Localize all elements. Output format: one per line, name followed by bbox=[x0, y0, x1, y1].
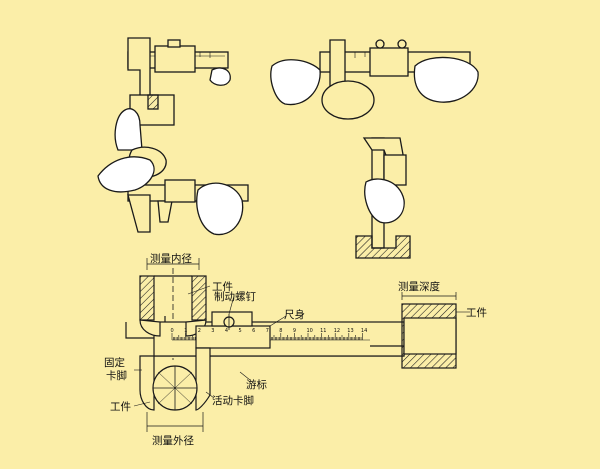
scale-number: 2 bbox=[198, 328, 201, 334]
scale-number: 9 bbox=[293, 328, 296, 334]
inner-workpiece-left-wall bbox=[139, 275, 155, 321]
label-depth: 测量深度 bbox=[398, 280, 440, 293]
scale-number: 12 bbox=[334, 328, 340, 334]
vignette-measure-groove bbox=[114, 37, 231, 151]
scale-number: 4 bbox=[225, 328, 228, 334]
vignette-adjust-slider bbox=[97, 146, 249, 236]
scale-number: 1 bbox=[184, 328, 187, 334]
scale-number: 3 bbox=[211, 328, 214, 334]
vernier-slider bbox=[195, 325, 271, 349]
depth-workpiece bbox=[355, 235, 411, 259]
scale-number: 14 bbox=[361, 328, 367, 334]
label-outer-diameter: 测量外径 bbox=[152, 434, 194, 447]
label-fixed-jaw: 固定 卡脚 bbox=[104, 356, 128, 382]
fixed-jaw bbox=[139, 355, 155, 411]
scale-number: 11 bbox=[320, 328, 326, 334]
label-workpiece-right: 工件 bbox=[466, 307, 487, 319]
movable-jaw bbox=[195, 347, 211, 411]
hand-shape bbox=[114, 108, 143, 151]
vignette-measure-round-bar bbox=[270, 39, 479, 120]
hand-shape bbox=[364, 178, 405, 224]
scale-number: 8 bbox=[279, 328, 282, 334]
label-vernier: 游标 bbox=[246, 378, 267, 391]
vernier-slider bbox=[154, 45, 196, 73]
label-inner-diameter: 测量内径 bbox=[150, 252, 192, 265]
scale-number: 7 bbox=[266, 328, 269, 334]
label-main-scale: 尺身 bbox=[284, 308, 305, 321]
scale-number: 0 bbox=[171, 328, 174, 334]
hand-shape bbox=[97, 156, 155, 193]
label-workpiece-top: 工件 bbox=[212, 281, 233, 293]
round-workpiece bbox=[321, 80, 375, 120]
label-lock-screw: 制动螺钉 bbox=[214, 290, 256, 303]
callout-labels: 测量内径 工件 制动螺钉 尺身 测量深度 工件 固定 卡脚 游标 活动卡脚 工件… bbox=[104, 252, 487, 447]
caliper-schematic bbox=[125, 258, 470, 432]
vignette-depth-measure bbox=[355, 137, 411, 259]
inner-workpiece-right-wall bbox=[191, 275, 207, 321]
scale-number: 5 bbox=[239, 328, 242, 334]
hand-shape bbox=[270, 59, 321, 106]
scale-number: 10 bbox=[307, 328, 313, 334]
scale-number: 6 bbox=[252, 328, 255, 334]
scale-number: 13 bbox=[347, 328, 353, 334]
label-workpiece-left: 工件 bbox=[110, 401, 131, 413]
label-movable-jaw: 活动卡脚 bbox=[212, 394, 254, 407]
